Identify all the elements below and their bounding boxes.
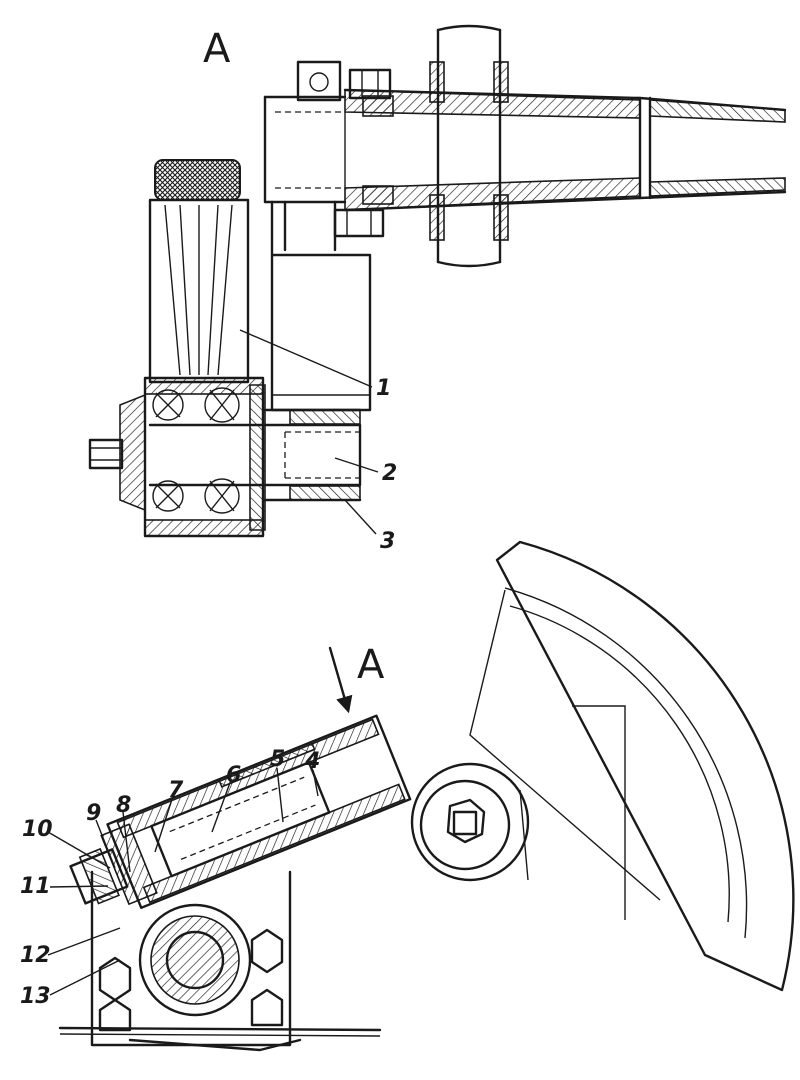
- base-bracket: [58, 870, 382, 1052]
- disc-segment: [469, 540, 795, 992]
- callout-11: 11: [20, 874, 51, 899]
- callout-leaders-bottom: [47, 767, 319, 996]
- view-label-bottom: A: [357, 642, 385, 688]
- bottom-view: A: [20, 540, 795, 1052]
- callout-3: 3: [380, 529, 395, 554]
- view-label-top: A: [203, 26, 231, 72]
- callout-8: 8: [116, 793, 131, 818]
- horizontal-tube: [263, 88, 787, 212]
- cylinder-body: [270, 200, 372, 412]
- view-arrow: [328, 646, 353, 714]
- shaft: [148, 408, 362, 502]
- callout-10: 10: [22, 817, 53, 842]
- callout-2: 2: [382, 461, 397, 486]
- callout-4: 4: [304, 749, 320, 774]
- pivot-boss: [410, 762, 530, 882]
- clamp-bolt: [296, 60, 392, 238]
- callout-1: 1: [376, 376, 391, 401]
- callout-12: 12: [20, 943, 51, 968]
- callout-6: 6: [226, 763, 241, 788]
- inclined-arm: [69, 714, 412, 910]
- top-view: A: [88, 24, 787, 554]
- callout-7: 7: [168, 778, 184, 803]
- callout-5: 5: [270, 747, 285, 772]
- knob-housing: [148, 159, 250, 384]
- callout-leaders-top: [239, 329, 379, 535]
- callout-13: 13: [20, 984, 51, 1009]
- callout-9: 9: [86, 801, 101, 826]
- vertical-post: [429, 24, 509, 268]
- bearing-housing: [88, 376, 266, 538]
